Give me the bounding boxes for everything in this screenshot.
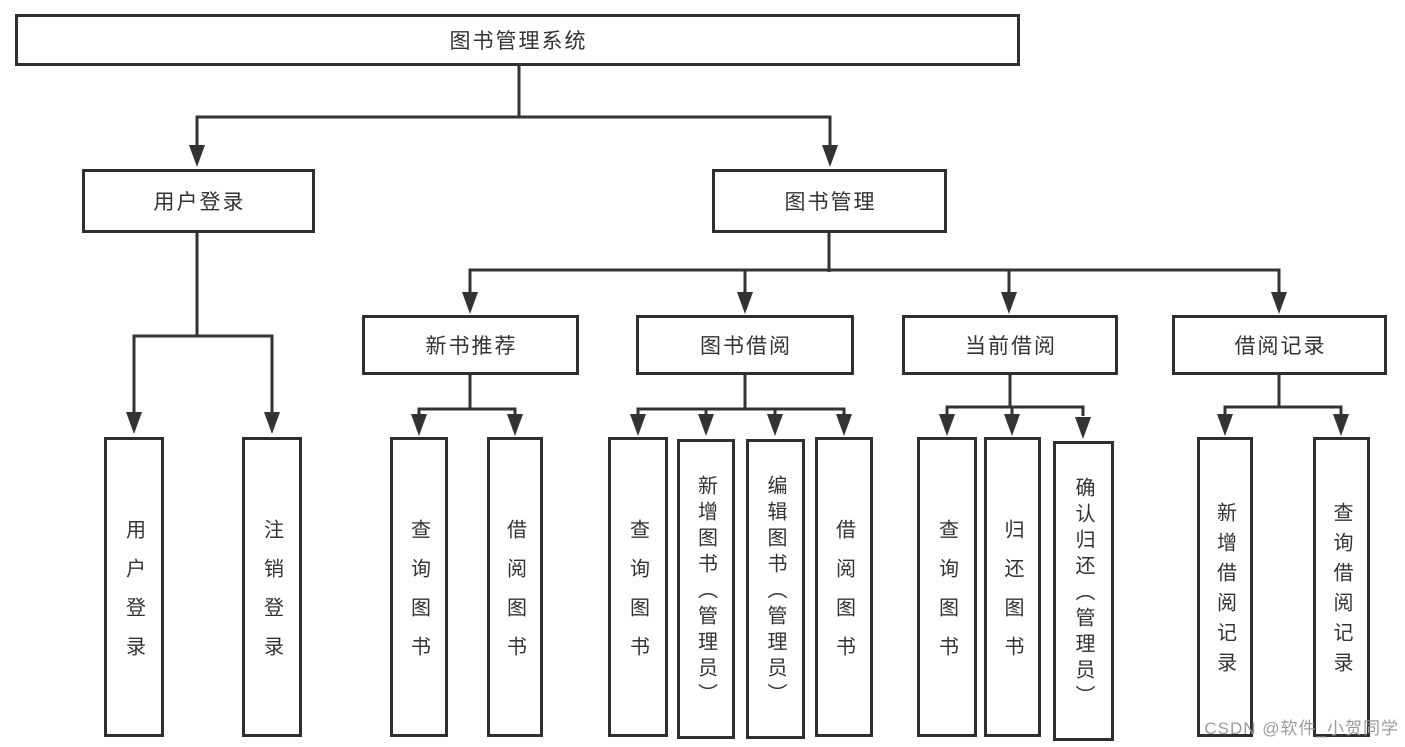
node-borrow-records: 借阅记录 xyxy=(1172,315,1387,375)
leaf-user-login: 用户登录 xyxy=(104,437,164,737)
leaf-confirm-return-admin: 确认归还（管理员） xyxy=(1053,441,1114,741)
leaf-query-books-1: 查询图书 xyxy=(390,437,448,737)
leaf-query-books-3: 查询图书 xyxy=(917,437,977,737)
leaf-borrow-books-2: 借阅图书 xyxy=(815,437,873,737)
node-book-management: 图书管理 xyxy=(712,169,947,233)
leaf-query-borrow-record: 查询借阅记录 xyxy=(1313,437,1370,737)
leaf-add-book-admin: 新增图书（管理员） xyxy=(677,439,735,739)
leaf-logout: 注销登录 xyxy=(242,437,302,737)
node-library-management-system: 图书管理系统 xyxy=(15,14,1020,66)
node-new-book-recommend: 新书推荐 xyxy=(362,315,579,375)
node-book-borrowing: 图书借阅 xyxy=(636,315,854,375)
csdn-watermark: CSDN @软件_小贺同学 xyxy=(1204,719,1399,738)
leaf-query-books-2: 查询图书 xyxy=(608,437,668,737)
leaf-add-borrow-record: 新增借阅记录 xyxy=(1197,437,1253,737)
leaf-edit-book-admin: 编辑图书（管理员） xyxy=(746,439,805,739)
leaf-borrow-books-1: 借阅图书 xyxy=(487,437,543,737)
leaf-return-books: 归还图书 xyxy=(984,437,1041,737)
node-current-borrowing: 当前借阅 xyxy=(902,315,1118,375)
node-user-login: 用户登录 xyxy=(82,169,315,233)
